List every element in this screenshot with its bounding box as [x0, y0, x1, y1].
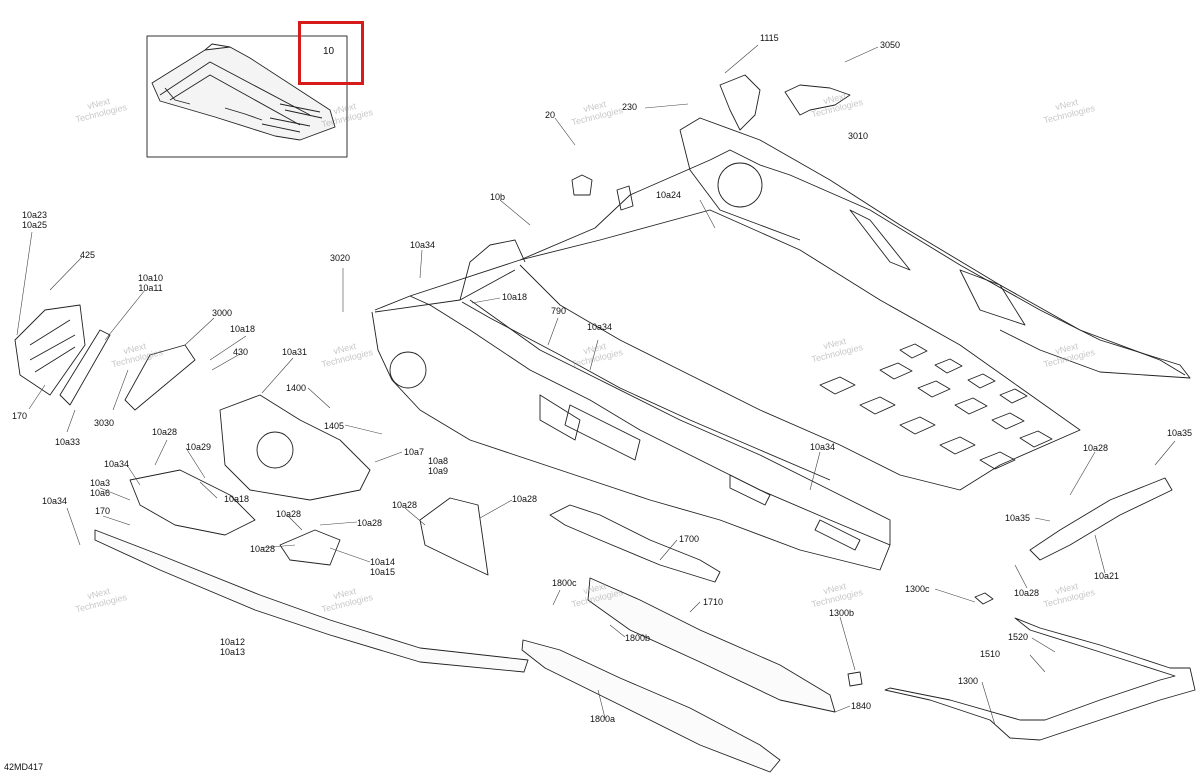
callout-1300b: 1300b	[829, 608, 855, 618]
callout-10a28c: 10a28	[357, 518, 383, 528]
callout-10a28a: 10a28	[152, 427, 178, 437]
thumbnail-inset	[146, 35, 348, 158]
chassis-tunnel	[371, 117, 1191, 571]
callout-1115: 1115	[760, 33, 779, 43]
callout-1405: 1405	[324, 421, 345, 431]
callout-1300c: 1300c	[905, 584, 930, 594]
callout-3000: 3000	[212, 308, 233, 318]
callout-10a18c: 10a18	[224, 494, 250, 504]
callout-10a31: 10a31	[282, 347, 308, 357]
drawing-code: 42MD417	[4, 762, 44, 772]
callout-10a34a: 10a34	[410, 240, 436, 250]
callout-10a28d: 10a28	[250, 544, 276, 554]
callout-3050: 3050	[880, 40, 901, 50]
callout-1800b: 1800b	[625, 633, 651, 643]
callout-10a28f: 10a28	[512, 494, 538, 504]
callout-3010: 3010	[848, 131, 869, 141]
callout-3030: 3030	[94, 418, 115, 428]
callout-10a28h: 10a28	[1014, 588, 1040, 598]
callout-10a21: 10a21	[1094, 571, 1120, 581]
callout-1710: 1710	[703, 597, 724, 607]
callout-170b: 170	[95, 506, 111, 516]
callout-10a34b: 10a34	[587, 322, 613, 332]
runners	[94, 477, 1196, 773]
callout-10a24: 10a24	[656, 190, 682, 200]
callout-1300: 1300	[958, 676, 979, 686]
callout-425: 425	[80, 250, 96, 260]
callout-10a18b: 10a18	[502, 292, 528, 302]
front-components	[14, 304, 489, 576]
callout-10a29: 10a29	[186, 442, 212, 452]
rear-tower	[571, 74, 851, 211]
callout-1840: 1840	[851, 701, 872, 711]
callout-10a7: 10a7	[404, 447, 425, 457]
callout-10a34c: 10a34	[104, 459, 130, 469]
callout-1700: 1700	[679, 534, 700, 544]
highlight-box: 10	[298, 21, 364, 85]
callout-1520: 1520	[1008, 632, 1029, 642]
deck-cutouts	[819, 343, 1053, 470]
callout-1400: 1400	[286, 383, 307, 393]
callout-10a28g: 10a28	[1083, 443, 1109, 453]
callout-430: 430	[233, 347, 249, 357]
callout-10b: 10b	[490, 192, 506, 202]
callout-10a18a: 10a18	[230, 324, 256, 334]
callout-790: 790	[551, 306, 567, 316]
leader-lines	[16, 44, 1176, 726]
callout-10a34d: 10a34	[42, 496, 68, 506]
callout-170a: 170	[12, 411, 28, 421]
callout-10a35b: 10a35	[1005, 513, 1031, 523]
callout-1800c: 1800c	[552, 578, 577, 588]
callout-20: 20	[545, 110, 556, 120]
callout-10a28b: 10a28	[276, 509, 302, 519]
callout-1800a: 1800a	[590, 714, 616, 724]
callout-230: 230	[622, 102, 638, 112]
callout-10a28e: 10a28	[392, 500, 418, 510]
callout-1510: 1510	[980, 649, 1001, 659]
callout-10a34e: 10a34	[810, 442, 836, 452]
callout-10a33: 10a33	[55, 437, 81, 447]
callout-10a35a: 10a35	[1167, 428, 1193, 438]
highlight-label: 10	[323, 46, 335, 57]
callout-3020: 3020	[330, 253, 351, 263]
